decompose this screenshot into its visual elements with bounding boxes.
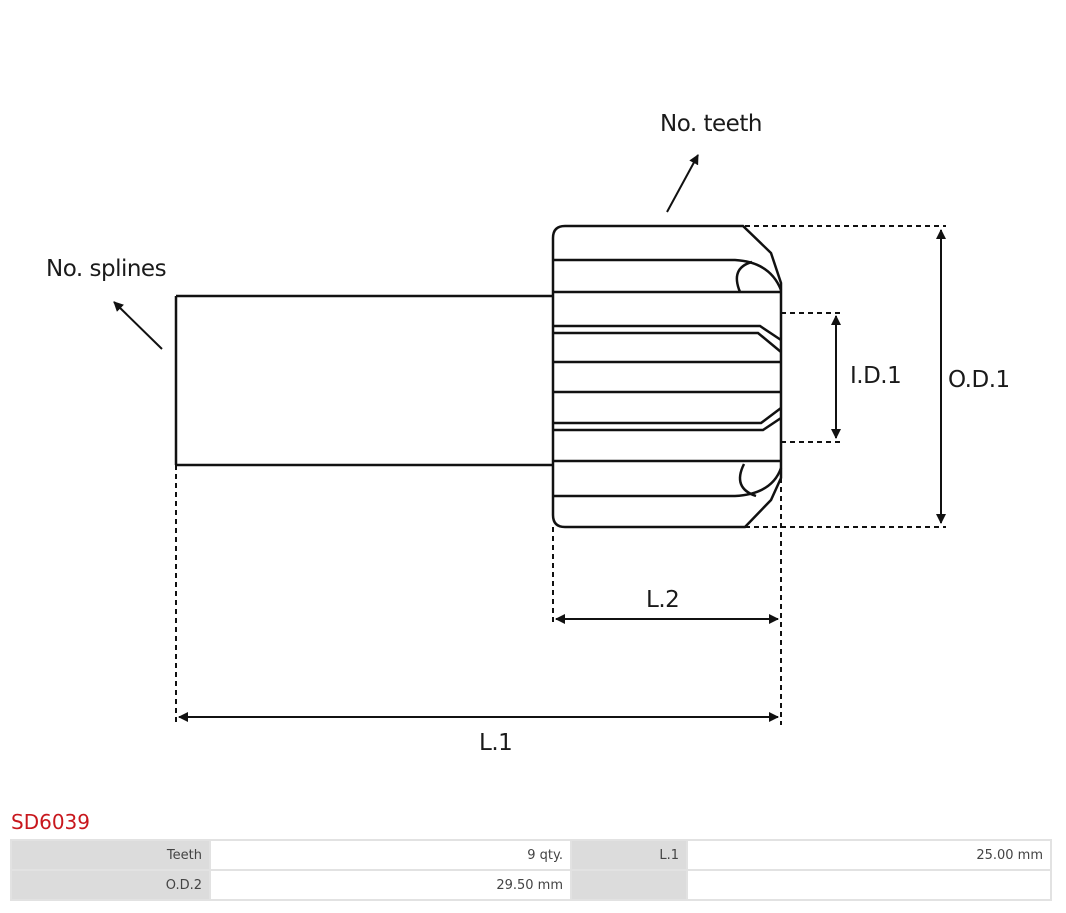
spec-value-empty	[688, 871, 1050, 899]
extension-lines	[175, 225, 946, 725]
spec-label-od2: O.D.2	[12, 871, 209, 899]
spec-label-l1: L.1	[572, 841, 686, 869]
no-teeth-label: No. teeth	[660, 111, 762, 137]
id1-label: I.D.1	[850, 363, 901, 389]
spec-value-od2: 29.50 mm	[211, 871, 570, 899]
specs-table: Teeth 9 qty. L.1 25.00 mm O.D.2 29.50 mm	[10, 839, 1052, 901]
spec-value-l1: 25.00 mm	[688, 841, 1050, 869]
spec-label-empty	[572, 871, 686, 899]
table-row: Teeth 9 qty. L.1 25.00 mm	[12, 841, 1050, 869]
l2-label: L.2	[646, 587, 679, 613]
technical-drawing: No. teeth No. splines I.D.1 O.D.1 L.2 L.…	[46, 111, 1010, 756]
shaft	[174, 294, 553, 467]
teeth-pointer-arrow	[666, 154, 699, 213]
spec-label-teeth: Teeth	[12, 841, 209, 869]
l1-label: L.1	[479, 730, 512, 756]
spec-value-teeth: 9 qty.	[211, 841, 570, 869]
dimension-arrows	[113, 154, 946, 722]
part-number: SD6039	[11, 810, 90, 834]
no-splines-label: No. splines	[46, 256, 166, 282]
pinion-gear	[551, 224, 783, 529]
splines-pointer-arrow	[113, 301, 163, 350]
od1-label: O.D.1	[948, 367, 1010, 393]
table-row: O.D.2 29.50 mm	[12, 871, 1050, 899]
